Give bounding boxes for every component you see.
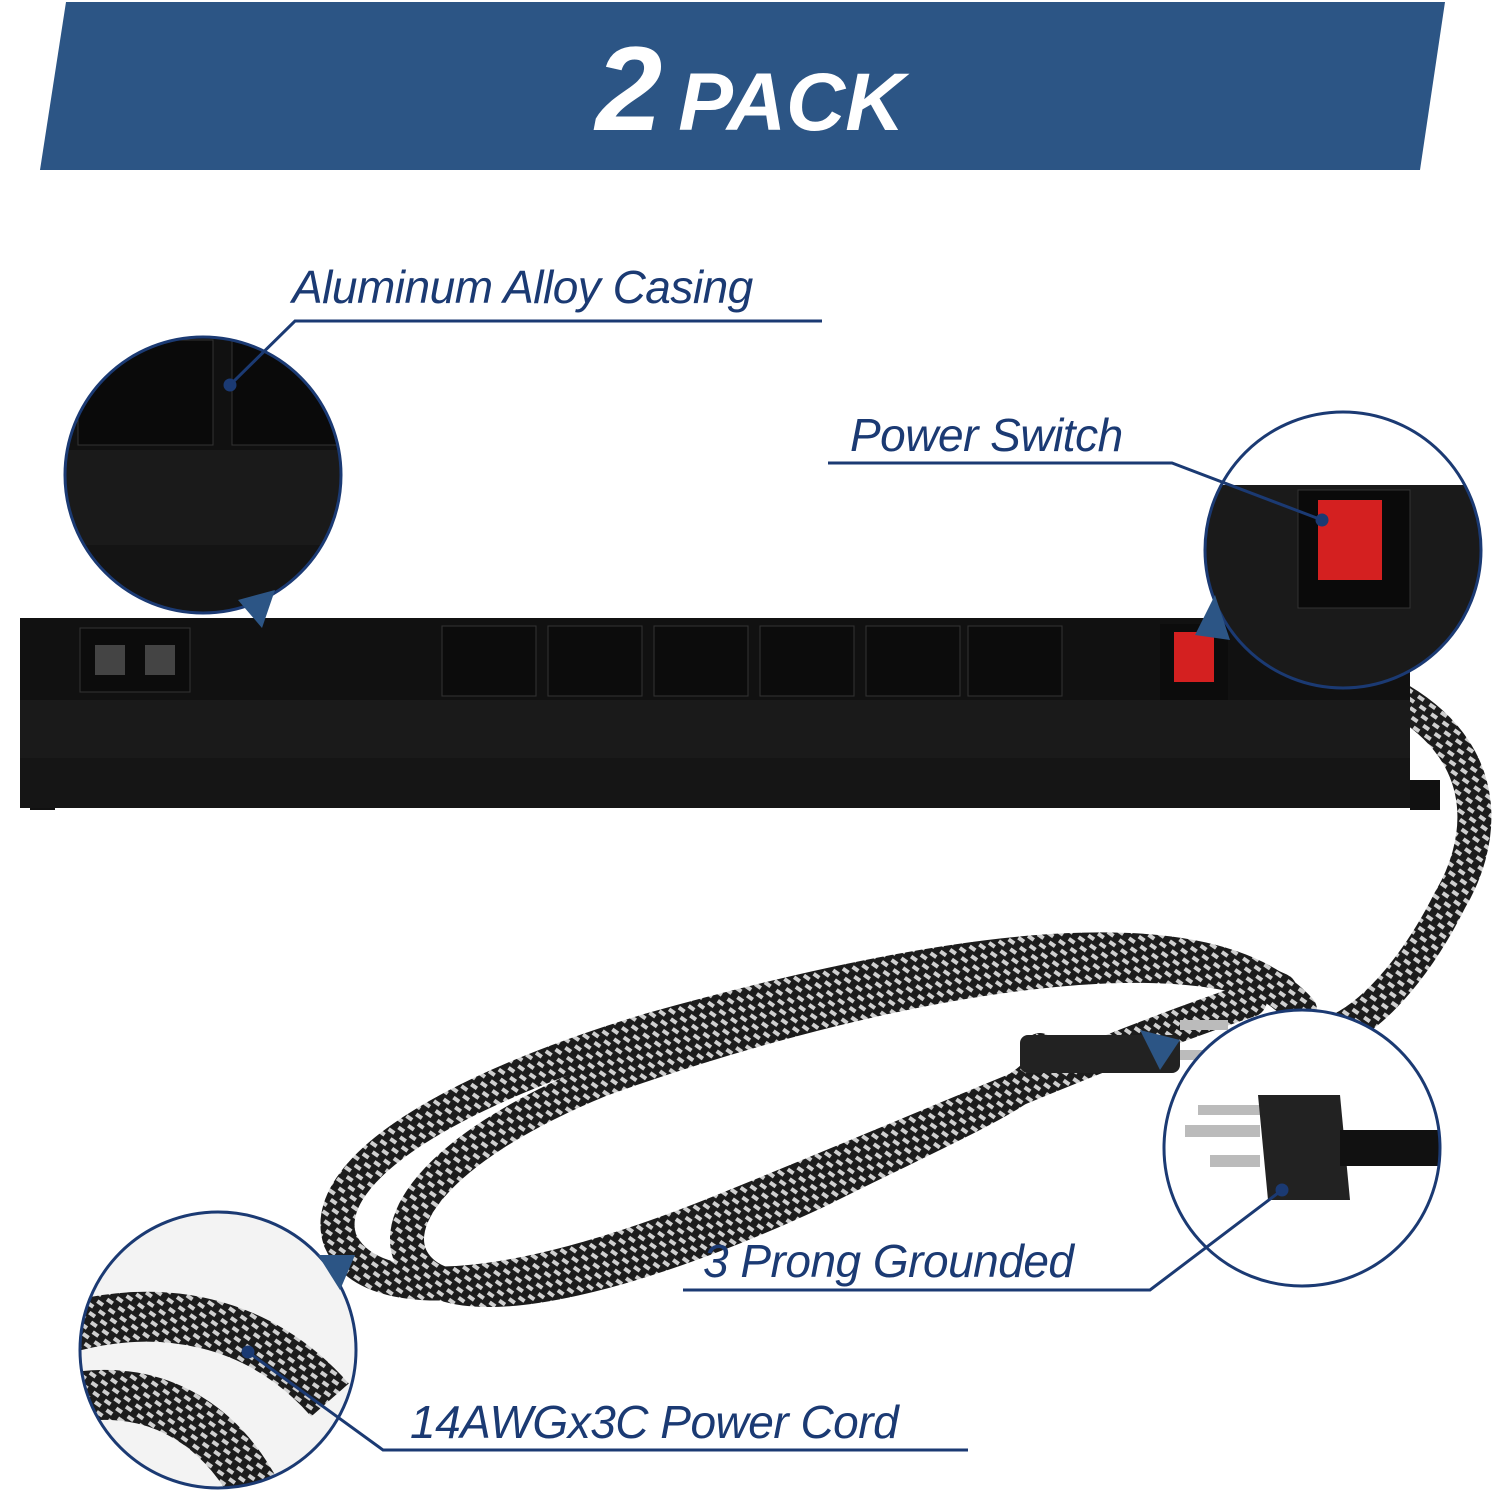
banner-background — [40, 2, 1445, 170]
plug-zoom-circle — [1164, 1010, 1440, 1286]
ac-outlets — [441, 625, 1063, 697]
label-power-cord: 14AWGx3C Power Cord — [410, 1396, 899, 1448]
label-power-switch: Power Switch — [850, 409, 1123, 461]
switch-zoom-circle — [1205, 412, 1481, 688]
banner-number: 2 — [595, 22, 662, 156]
usb-ports — [79, 627, 191, 693]
callout-lines — [223, 319, 1329, 1452]
banner-word: PACK — [678, 57, 905, 148]
power-strip — [20, 618, 1440, 810]
cord-zoom-circle — [80, 1212, 356, 1488]
label-aluminum-casing: Aluminum Alloy Casing — [292, 261, 753, 313]
label-3-prong: 3 Prong Grounded — [703, 1235, 1074, 1287]
braided-cord — [320, 683, 1492, 1308]
casing-zoom-circle — [65, 337, 341, 613]
